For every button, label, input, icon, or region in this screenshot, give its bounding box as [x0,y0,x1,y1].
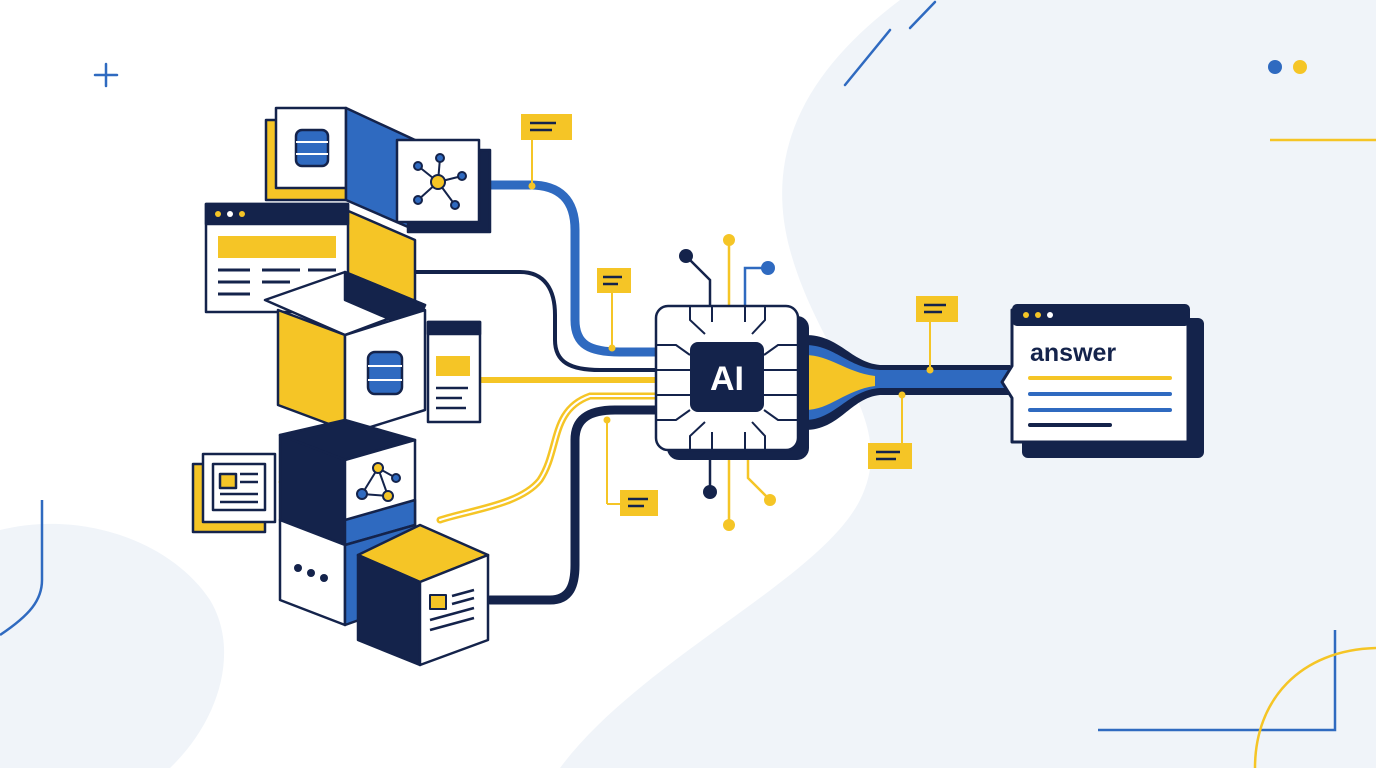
tag-3 [603,416,658,516]
pipe-tags [521,114,958,516]
chip-label: AI [710,360,744,398]
tag-4 [916,296,958,374]
data-pipes [278,180,665,605]
answer-label: answer [1030,339,1116,367]
ai-processor-chip: AI [654,234,809,531]
database-icon [294,128,330,168]
tag-5 [868,391,912,469]
decor-left-corner-line [0,500,44,637]
decor-yellow-arc [1253,646,1376,769]
chip-core [690,342,764,412]
funnel-yellow-core [805,355,875,410]
funnel-blue-band [805,345,1018,420]
chip-pins-top [679,234,775,305]
data-source-tower [191,106,492,667]
side-document-card [426,320,482,424]
chip-traces [656,306,798,450]
decor-dot-blue [1268,60,1282,74]
left-document-card [191,452,277,534]
document-icon [429,588,475,632]
chip-pins-bottom [703,450,776,531]
bottom-document-cube [356,523,490,667]
lower-graph-cube [278,418,417,547]
answer-text-lines [1028,376,1172,427]
pipe-bottom-navy [485,405,665,605]
database-icon [366,350,404,396]
middle-database-cube [263,270,427,437]
pipe-upper-navy [396,270,662,372]
tag-2 [597,268,631,352]
network-graph-icon [413,153,467,210]
background-blob-left [0,523,225,768]
more-dots-icon [294,564,328,582]
pipe-lower-yellow-inner [439,395,661,521]
decor-diagonal-line-1 [843,28,892,87]
pipe-top-blue [475,180,665,357]
answer-window: answer [1000,304,1204,458]
decor-diagonal-line-2 [908,0,937,30]
network-graph-icon [356,462,401,502]
tag-1 [521,114,572,190]
graph-tile [395,138,492,234]
browser-text-lines [218,268,336,296]
decor-bottom-right-line [1098,630,1337,732]
plus-icon [93,62,119,88]
decor-dot-yellow [1293,60,1307,74]
output-funnel [805,335,1022,430]
